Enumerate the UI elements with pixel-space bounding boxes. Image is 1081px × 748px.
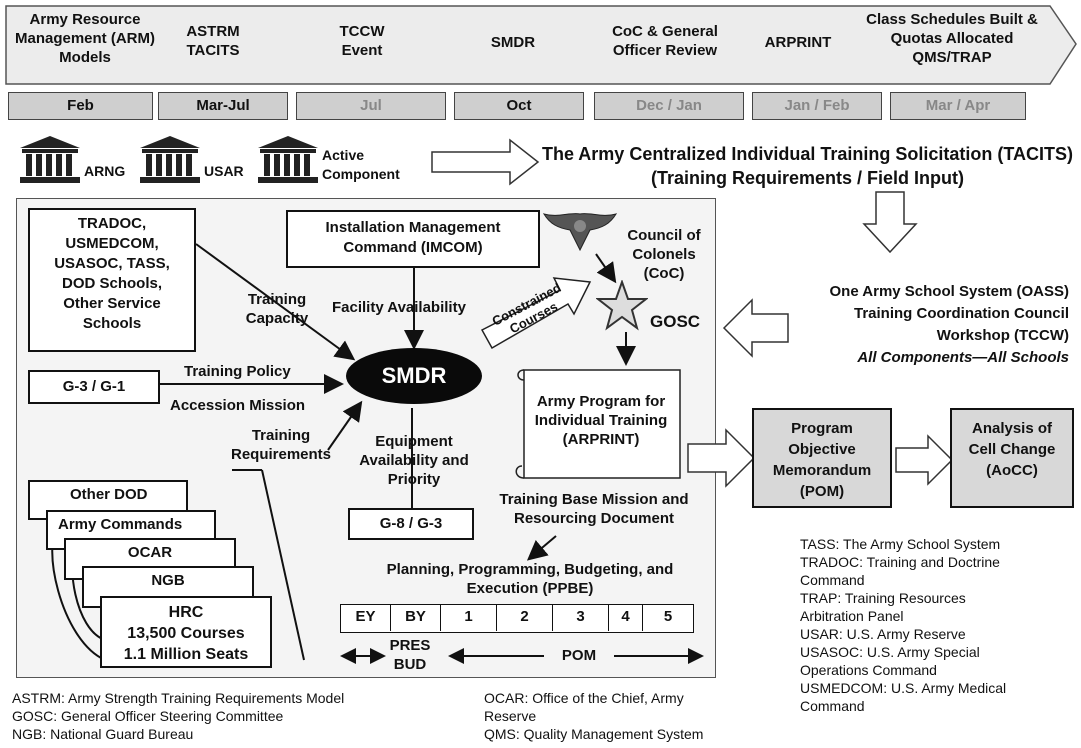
smdr-ellipse bbox=[346, 348, 482, 404]
legend-item: NGB: National Guard Bureau bbox=[12, 726, 194, 742]
legend-item: Operations Command bbox=[800, 662, 937, 678]
pom-box: Program Objective Memorandum (POM) bbox=[752, 408, 892, 508]
month-feb: Feb bbox=[8, 92, 153, 120]
step-class-schedules: Class Schedules Built & Quotas Allocated… bbox=[866, 11, 1038, 66]
star-icon bbox=[596, 280, 648, 331]
smdr-label: SMDR bbox=[381, 363, 447, 388]
gosc-label: GOSC bbox=[650, 312, 701, 331]
facility-availability-label: Facility Availability bbox=[332, 299, 466, 316]
aocc-box: Analysis of Cell Change (AoCC) bbox=[950, 408, 1074, 508]
right-arrow bbox=[431, 138, 540, 186]
oass-line2: Training Coordination Council bbox=[854, 305, 1069, 322]
month-oct: Oct bbox=[454, 92, 584, 120]
legend-item: TRAP: Training Resources bbox=[800, 590, 966, 606]
legend-right: TASS: The Army School System TRADOC: Tra… bbox=[800, 535, 1075, 715]
left-arrow bbox=[722, 298, 789, 358]
month-mar-apr: Mar / Apr bbox=[890, 92, 1026, 120]
step-arm-models: Army Resource Management (ARM) Models bbox=[14, 11, 155, 66]
building-icon bbox=[20, 136, 80, 183]
oass-line3: Workshop (TCCW) bbox=[936, 327, 1069, 344]
down-arrow bbox=[862, 191, 918, 254]
ppbe-timeline-arrows bbox=[340, 648, 704, 664]
imcom-box: Installation Management Command (IMCOM) bbox=[286, 210, 540, 268]
eagle-insignia-icon bbox=[542, 213, 618, 252]
month-jan-feb: Jan / Feb bbox=[752, 92, 882, 120]
pom-timeline-label: POM bbox=[561, 647, 597, 664]
legend-item: QMS: Quality Management System bbox=[484, 726, 704, 742]
hrc-box: HRC 13,500 Courses 1.1 Million Seats bbox=[100, 596, 272, 668]
arprint-box-label: Army Program for Individual Training (AR… bbox=[534, 393, 668, 448]
step-coc-review: CoC & General Officer Review bbox=[612, 23, 718, 59]
right-arrow bbox=[687, 428, 756, 488]
step-arprint: ARPRINT bbox=[764, 34, 832, 51]
coc-label: Council of Colonels (CoC) bbox=[627, 227, 701, 282]
pres-bud-label: PRES BUD bbox=[389, 637, 431, 673]
process-chevron bbox=[5, 5, 1077, 85]
training-requirements-label: Training Requirements bbox=[230, 427, 332, 463]
legend-item: Reserve bbox=[484, 708, 537, 724]
ppbe-cell: EY bbox=[341, 605, 391, 631]
arprint-scroll bbox=[515, 369, 681, 479]
g3-g1-box: G-3 / G-1 bbox=[28, 370, 160, 404]
label-usar: USAR bbox=[204, 163, 244, 179]
ppbe-cell: 5 bbox=[663, 608, 673, 625]
step-astrm-tacits: ASTRM TACITS bbox=[186, 23, 240, 59]
legend-item: OCAR: Office of the Chief, Army bbox=[484, 690, 684, 706]
ppbe-cell: BY bbox=[391, 605, 441, 631]
building-icon bbox=[140, 136, 200, 183]
building-icon bbox=[258, 136, 318, 183]
month-mar-jul: Mar-Jul bbox=[158, 92, 288, 120]
legend-item: USAR: U.S. Army Reserve bbox=[800, 626, 966, 642]
step-tccw-event: TCCW Event bbox=[339, 23, 385, 59]
legend-left: ASTRM: Army Strength Training Requiremen… bbox=[12, 689, 472, 743]
month-jul: Jul bbox=[296, 92, 446, 120]
ppbe-label: Planning, Programming, Budgeting, and Ex… bbox=[386, 561, 674, 597]
legend-item: USASOC: U.S. Army Special bbox=[800, 644, 980, 660]
legend-item: GOSC: General Officer Steering Committee bbox=[12, 708, 284, 724]
legend-item: Arbitration Panel bbox=[800, 608, 904, 624]
label-arng: ARNG bbox=[84, 163, 126, 179]
training-base-label: Training Base Mission and Resourcing Doc… bbox=[499, 491, 689, 527]
g8-g3-box: G-8 / G-3 bbox=[348, 508, 474, 540]
legend-item: TASS: The Army School System bbox=[800, 536, 1001, 552]
schools-box: TRADOC, USMEDCOM, USASOC, TASS, DOD Scho… bbox=[28, 208, 196, 352]
hrc-title: HRC bbox=[168, 604, 204, 621]
hrc-courses: 13,500 Courses bbox=[127, 625, 245, 642]
ppbe-cell: 3 bbox=[553, 605, 609, 631]
legend-item: Command bbox=[800, 698, 865, 714]
training-capacity-label: Training Capacity bbox=[245, 291, 309, 327]
ppbe-cell: 1 bbox=[441, 605, 497, 631]
legend-item: Command bbox=[800, 572, 865, 588]
ppbe-cell: 2 bbox=[497, 605, 553, 631]
training-policy-label: Training Policy bbox=[184, 363, 291, 380]
month-dec-jan: Dec / Jan bbox=[594, 92, 744, 120]
legend-item: USMEDCOM: U.S. Army Medical bbox=[800, 680, 1007, 696]
oass-line4: All Components—All Schools bbox=[857, 349, 1069, 366]
ppbe-cell: 4 bbox=[609, 605, 643, 631]
step-smdr: SMDR bbox=[490, 34, 536, 51]
accession-mission-label: Accession Mission bbox=[170, 397, 306, 414]
tacits-title: The Army Centralized Individual Training… bbox=[541, 144, 1074, 188]
label-active-component: Active Component bbox=[322, 147, 400, 182]
legend-item: ASTRM: Army Strength Training Requiremen… bbox=[12, 690, 345, 706]
oass-line1: One Army School System (OASS) bbox=[829, 283, 1069, 300]
legend-item: TRADOC: Training and Doctrine bbox=[800, 554, 1000, 570]
constrained-courses-arrow bbox=[480, 277, 592, 350]
equipment-availability-label: Equipment Availability and Priority bbox=[359, 433, 469, 488]
right-arrow bbox=[895, 434, 954, 486]
legend-mid: OCAR: Office of the Chief, Army Reserve … bbox=[484, 689, 784, 743]
hrc-seats: 1.1 Million Seats bbox=[123, 646, 249, 663]
